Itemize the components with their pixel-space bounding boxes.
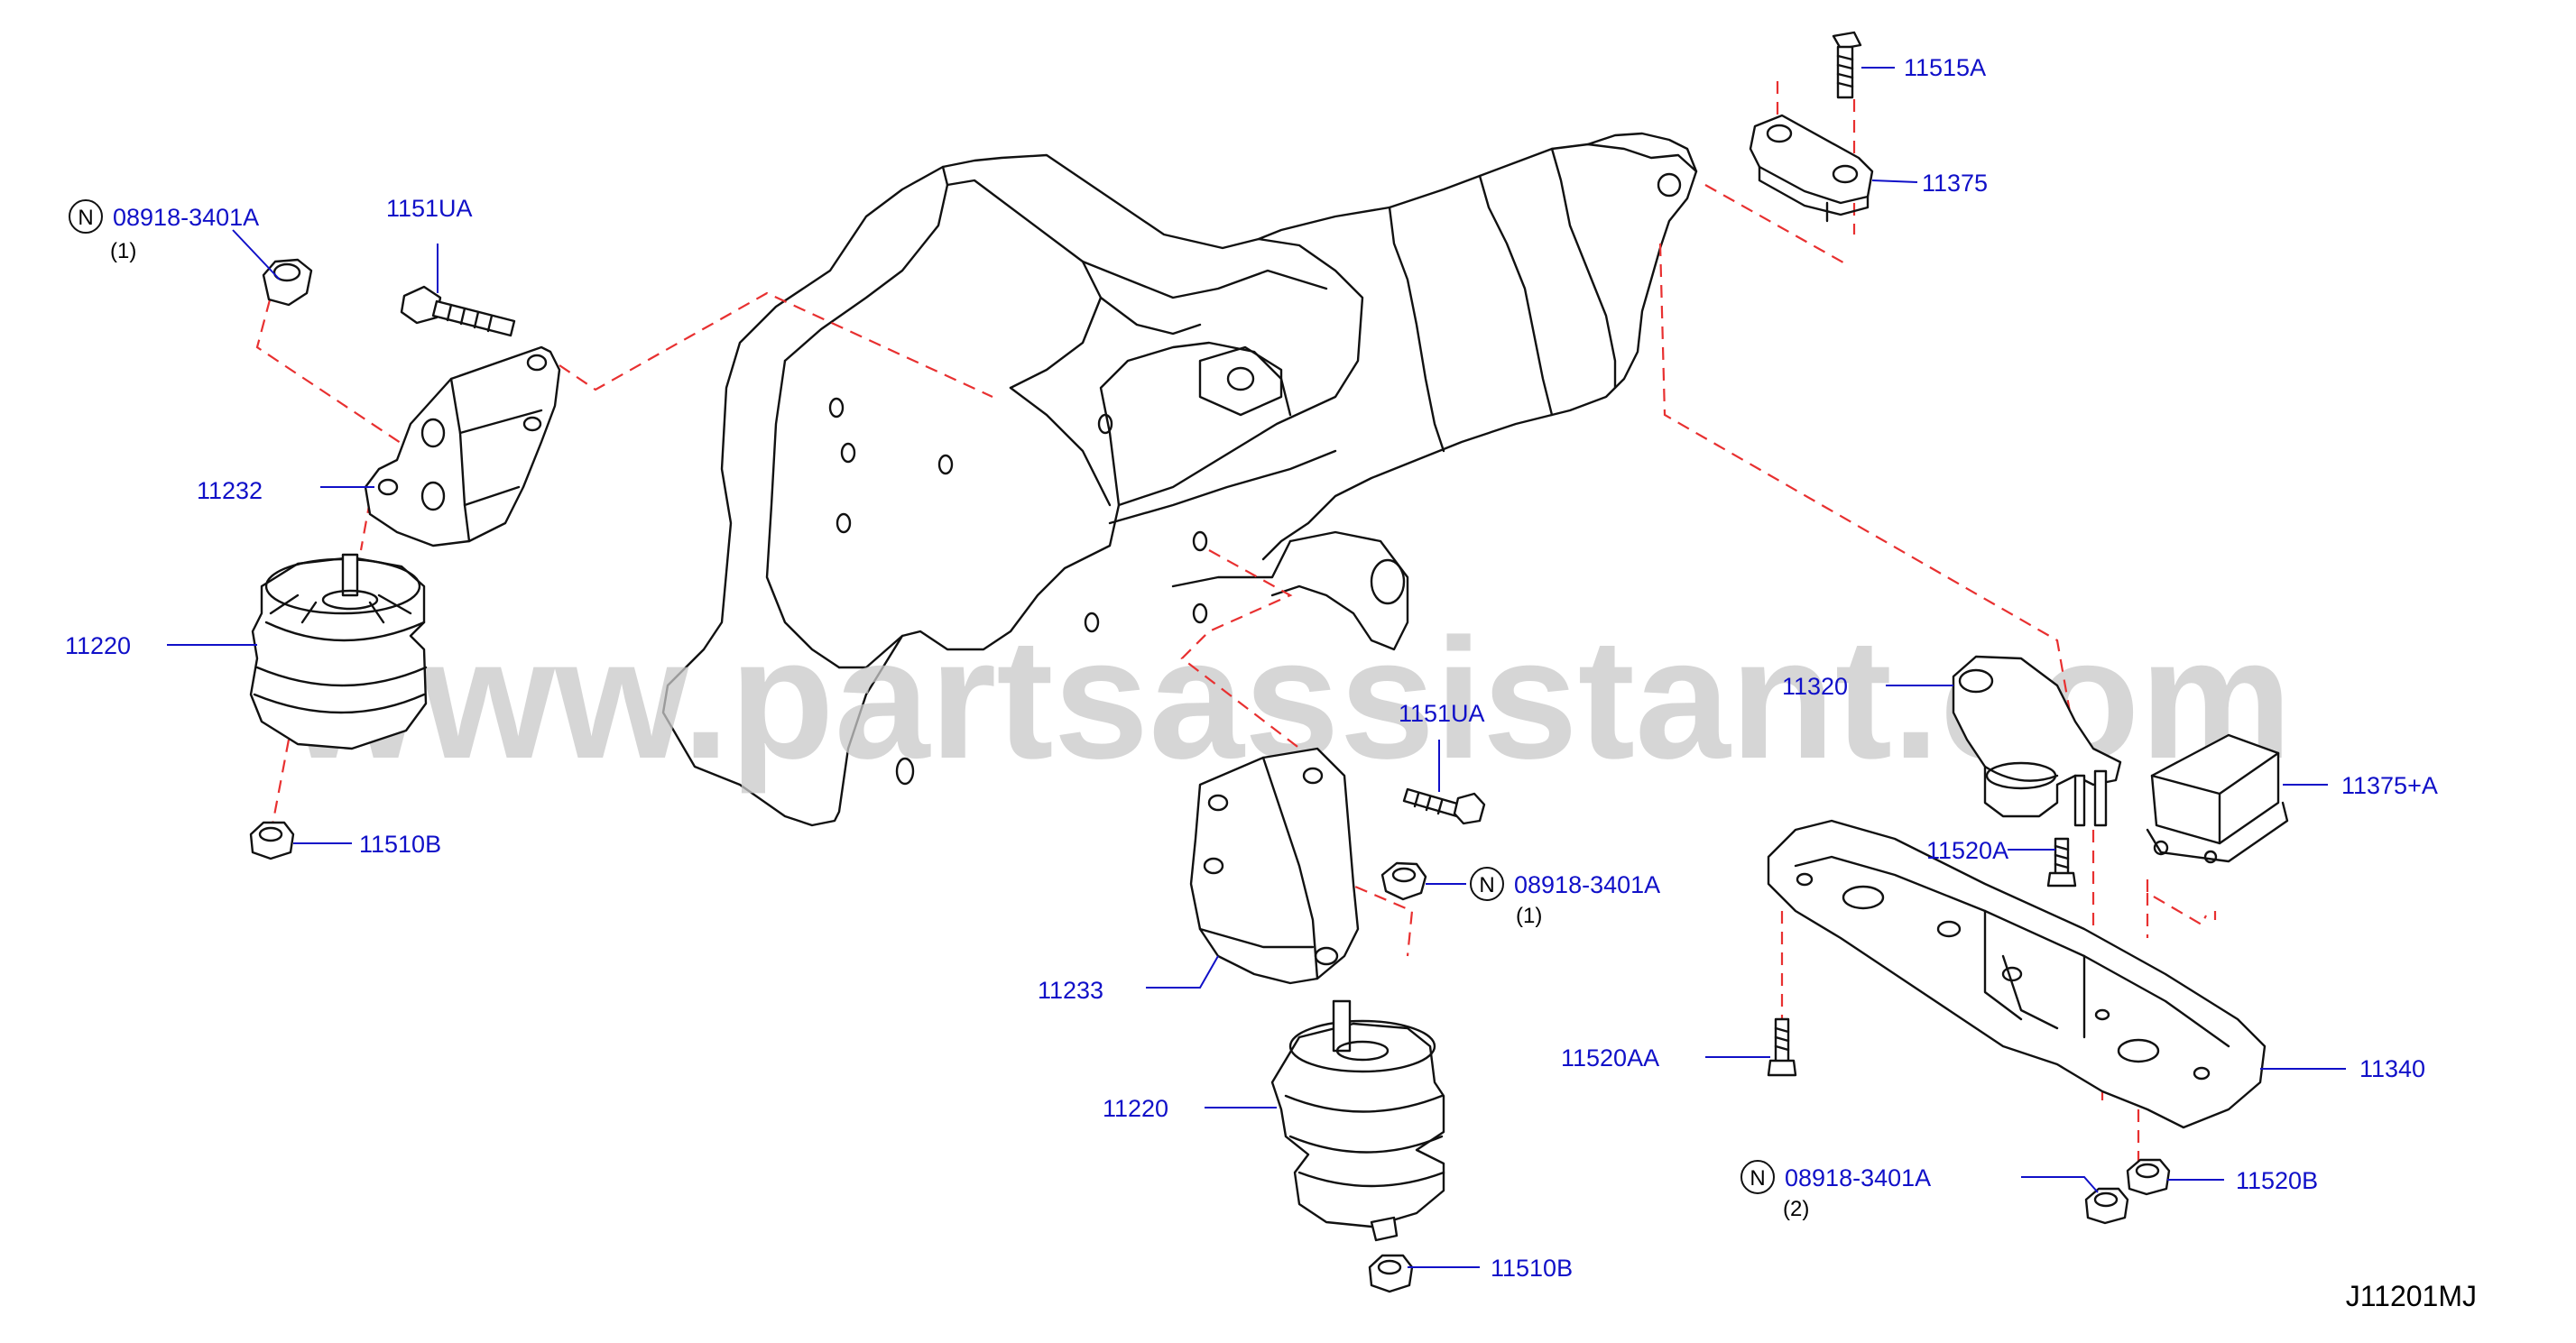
qty-08918-mid: (1) [1516,904,1542,928]
part-labels: 11515A 11375 08918-3401A (1) 1151UA 1123… [65,54,2438,1282]
label-11375[interactable]: 11375 [1922,170,1988,197]
part-11520AA-bolt[interactable] [1767,1017,1797,1077]
part-1151UA-bolt-mid[interactable] [1402,787,1486,825]
part-11520A-bolt[interactable] [2046,837,2077,888]
part-11233-bracket[interactable] [1189,747,1360,985]
part-11220-mount-left[interactable] [249,553,428,750]
label-11232[interactable]: 11232 [197,477,263,504]
part-08918-nut-top[interactable] [262,258,313,307]
label-11220-left[interactable]: 11220 [65,632,131,659]
engine-transmission-assembly [661,132,1698,827]
label-11233[interactable]: 11233 [1038,977,1103,1004]
label-11320[interactable]: 11320 [1782,673,1848,700]
part-08918-nut-mid[interactable] [1380,861,1427,901]
part-11375-mount[interactable] [1749,114,1874,223]
label-11520AA[interactable]: 11520AA [1561,1044,1659,1072]
part-11375A-mount[interactable] [2146,733,2289,864]
label-11520B[interactable]: 11520B [2236,1167,2318,1194]
label-1151UA-top[interactable]: 1151UA [386,195,473,222]
part-11515A-bolt[interactable] [1832,31,1862,99]
svg-text:N: N [1750,1166,1765,1191]
label-11515A[interactable]: 11515A [1904,54,1986,81]
nut-symbol-bot: N [1740,1160,1775,1194]
label-1151UA-mid[interactable]: 1151UA [1399,700,1485,727]
label-08918-top[interactable]: 08918-3401A [113,204,259,231]
part-08918-nut-bot[interactable] [2084,1187,2129,1225]
qty-08918-bot: (2) [1783,1197,1809,1221]
svg-text:N: N [78,206,93,230]
label-11520A[interactable]: 11520A [1926,837,2008,864]
qty-08918-top: (1) [110,239,136,263]
part-11520B-nut[interactable] [2126,1158,2171,1196]
label-08918-mid[interactable]: 08918-3401A [1514,871,1660,898]
label-11340[interactable]: 11340 [2359,1055,2425,1082]
svg-text:N: N [1479,873,1494,897]
label-11220-mid[interactable]: 11220 [1103,1095,1168,1122]
label-11375A[interactable]: 11375+A [2341,772,2438,799]
part-11510B-nut-mid[interactable] [1368,1254,1414,1293]
part-11510B-nut-left[interactable] [249,821,295,860]
nut-symbol-mid: N [1470,867,1504,901]
part-11220-mount-mid[interactable] [1270,999,1445,1242]
part-11320-mount[interactable] [1952,655,2122,827]
part-1151UA-bolt-top[interactable] [400,285,516,337]
label-11510B-mid[interactable]: 11510B [1491,1255,1573,1282]
leader-lines [167,67,2346,1268]
diagram-code: J11201MJ [2346,1280,2477,1312]
part-11232-bracket[interactable] [364,345,561,547]
part-11340-crossmember[interactable] [1767,819,2267,1129]
label-08918-bot[interactable]: 08918-3401A [1785,1164,1931,1191]
label-11510B-left[interactable]: 11510B [359,831,441,858]
nut-symbol-top: N [69,199,103,234]
